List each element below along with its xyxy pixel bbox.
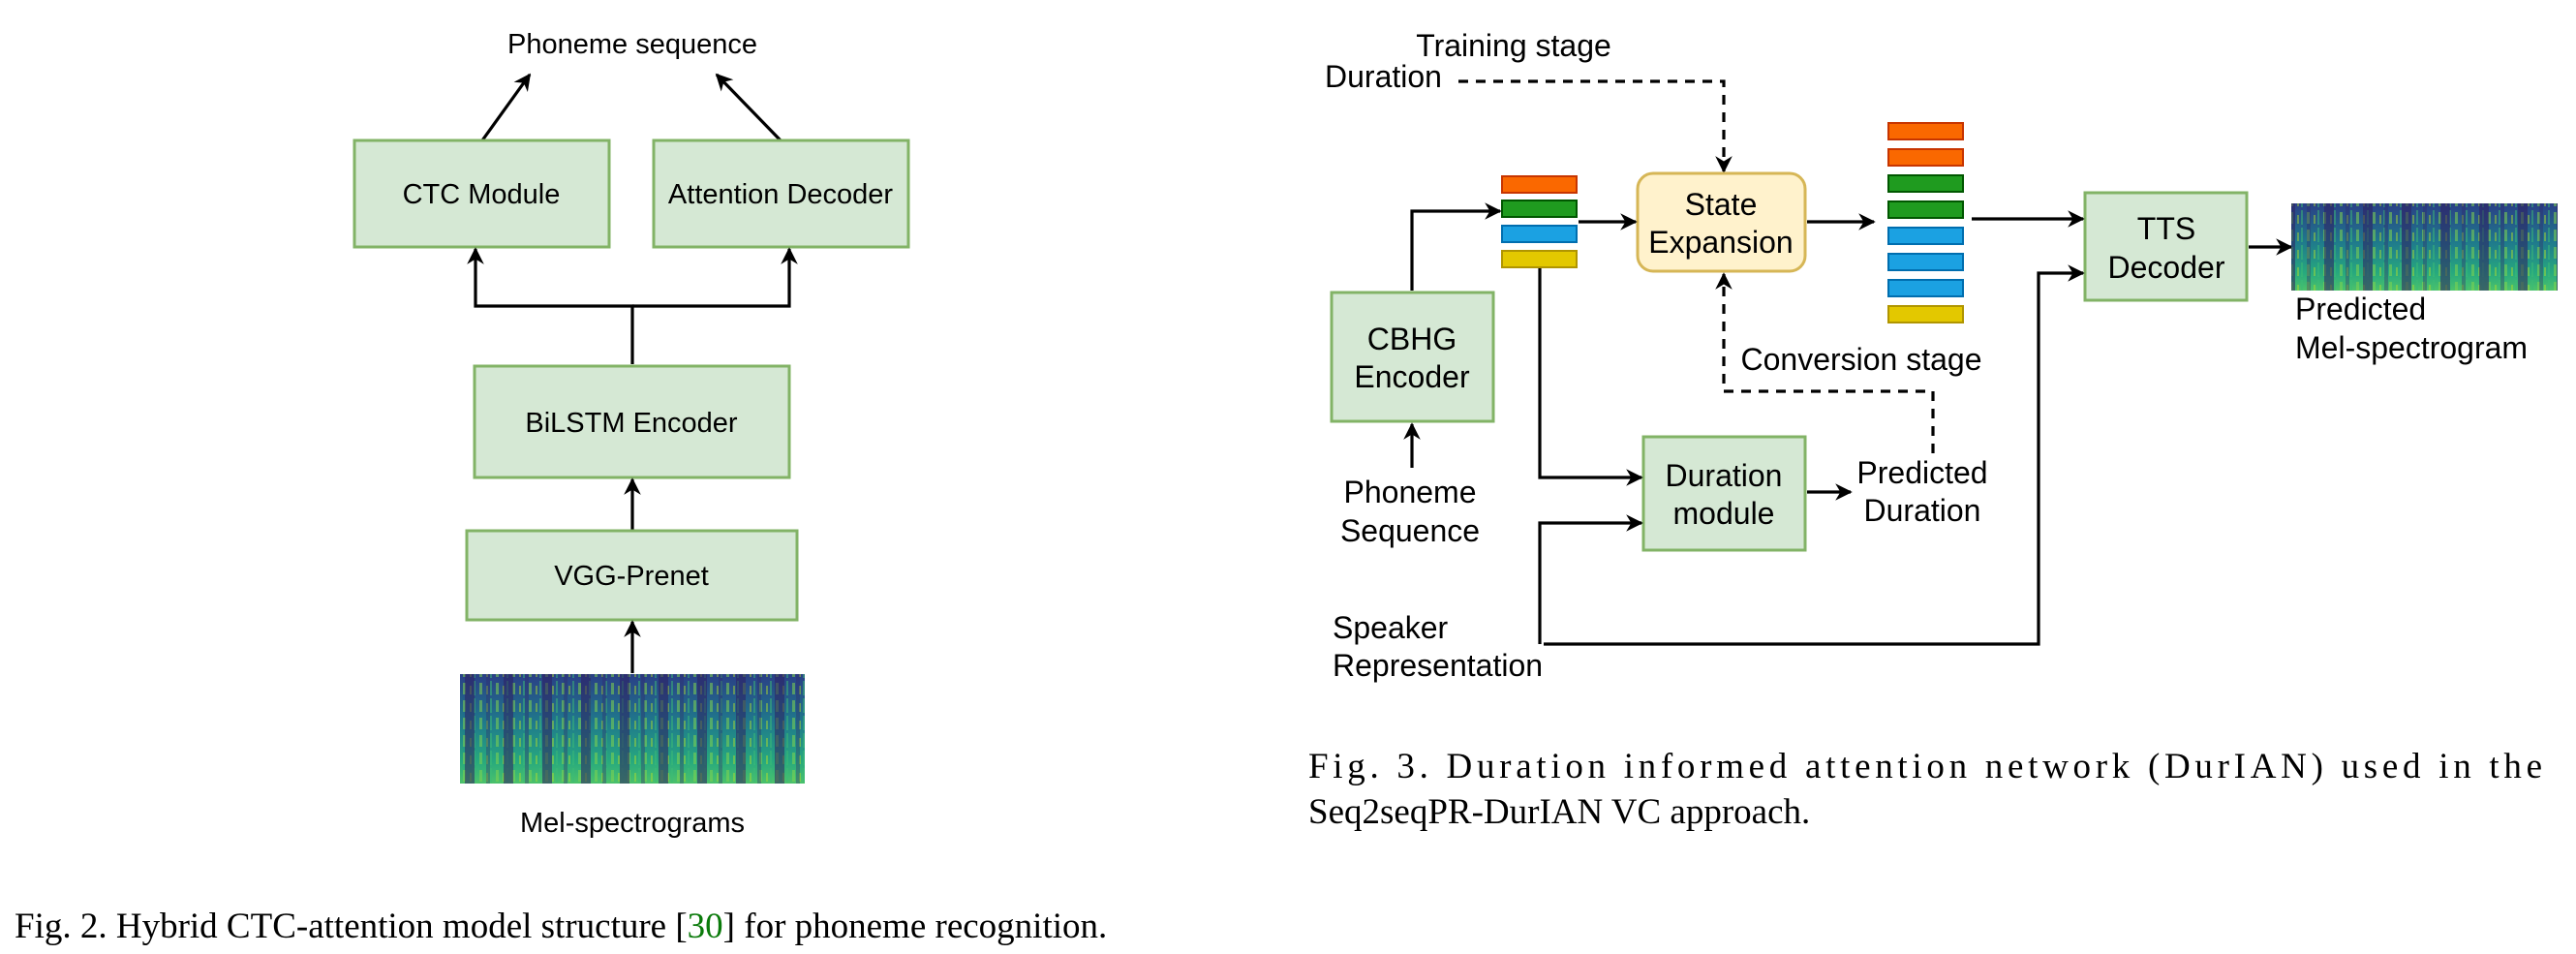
expanded-cell-blue-2 [1887, 253, 1964, 271]
fig2-caption-prefix: Fig. 2. Hybrid CTC-attention model struc… [15, 907, 688, 946]
predicted-duration-label-line1: Predicted [1856, 455, 1987, 490]
fig2-mel-spectrogram-image [460, 674, 805, 784]
state-expansion-label-line2: Expansion [1648, 225, 1793, 260]
training-duration-dashed-arrow [1458, 79, 1733, 173]
encoding-cell-orange [1501, 175, 1578, 194]
expanded-cell-orange-1 [1887, 122, 1964, 140]
tts-decoder-box: TTS Decoder [2083, 191, 2249, 302]
fig3-diagram: Training stage Duration State Expan [1325, 28, 2558, 683]
attention-decoder-label: Attention Decoder [668, 179, 893, 210]
attention-decoder-box: Attention Decoder [652, 138, 910, 249]
phoneme-encoding-stack [1501, 175, 1578, 268]
tts-decoder-label-line2: Decoder [2108, 250, 2225, 285]
encoding-to-duration-module-arrow [1538, 268, 1643, 486]
duration-module-box: Duration module [1641, 435, 1807, 552]
duration-input-label: Duration [1325, 59, 1442, 94]
phoneme-sequence-input-line2: Sequence [1340, 513, 1480, 548]
fig2-caption-suffix: ] for phoneme recognition. [723, 907, 1108, 946]
predicted-duration-label-line2: Duration [1864, 493, 1981, 528]
duration-module-label-line2: module [1673, 496, 1775, 531]
fig2-phoneme-sequence-label: Phoneme sequence [507, 29, 757, 60]
expanded-cell-orange-2 [1887, 148, 1964, 167]
speaker-representation-line1: Speaker [1333, 610, 1449, 645]
ctc-module-label: CTC Module [403, 179, 561, 210]
speaker-representation-line2: Representation [1333, 648, 1543, 683]
speaker-to-duration-module-arrow [1538, 514, 1643, 644]
state-expansion-label-line1: State [1685, 187, 1758, 222]
training-stage-label: Training stage [1416, 28, 1611, 63]
fig2-mel-spectrograms-label: Mel-spectrograms [520, 808, 745, 839]
expanded-cell-blue-1 [1887, 227, 1964, 245]
vgg-prenet-box: VGG-Prenet [465, 529, 799, 622]
ctc-module-box: CTC Module [353, 138, 611, 249]
fig2-encoder-split-connector [467, 247, 634, 364]
fig3-caption-line1: Fig. 3. Duration informed attention netw… [1308, 747, 2542, 786]
speaker-to-tts-decoder-arrow [1544, 264, 2085, 646]
conversion-stage-label: Conversion stage [1740, 342, 1981, 377]
bilstm-encoder-box: BiLSTM Encoder [473, 364, 791, 479]
cbhg-encoder-label-line1: CBHG [1367, 322, 1457, 356]
fig2-diagram: Phoneme sequence CTC Module Attention De… [353, 29, 910, 839]
fig2-ctc-to-output-arrow [480, 73, 532, 141]
expanded-encoding-stack [1887, 122, 1964, 323]
fig3-caption-line2: Seq2seqPR-DurIAN VC approach. [1308, 792, 1810, 832]
fig3-mel-spectrogram-image [2291, 203, 2558, 291]
encoding-cell-green [1501, 200, 1578, 218]
cbhg-to-encoding-arrow [1410, 202, 1502, 291]
conversion-duration-dashed-arrow [1715, 272, 1935, 453]
expanded-cell-blue-3 [1887, 279, 1964, 297]
tts-decoder-label-line1: TTS [2137, 211, 2195, 246]
expanded-cell-green-2 [1887, 200, 1964, 219]
encoding-cell-blue [1501, 225, 1578, 243]
predicted-mel-label-line2: Mel-spectrogram [2295, 330, 2528, 365]
state-expansion-box: State Expansion [1636, 171, 1807, 273]
fig2-attention-to-output-arrow [715, 73, 782, 142]
cbhg-encoder-label-line2: Encoder [1354, 359, 1470, 394]
fig2-caption: Fig. 2. Hybrid CTC-attention model struc… [15, 907, 1107, 946]
expanded-cell-green-1 [1887, 174, 1964, 193]
phoneme-sequence-input-line1: Phoneme [1344, 475, 1477, 509]
expanded-cell-yellow-1 [1887, 305, 1964, 323]
vgg-prenet-label: VGG-Prenet [554, 561, 709, 592]
predicted-mel-label-line1: Predicted [2295, 292, 2426, 326]
bilstm-encoder-label: BiLSTM Encoder [525, 408, 738, 439]
cbhg-encoder-box: CBHG Encoder [1330, 291, 1495, 423]
fig2-encoder-to-attention-arrow [632, 247, 798, 308]
fig2-caption-reference-link[interactable]: 30 [688, 907, 723, 946]
encoding-cell-yellow [1501, 250, 1578, 268]
duration-module-label-line1: Duration [1666, 458, 1783, 493]
